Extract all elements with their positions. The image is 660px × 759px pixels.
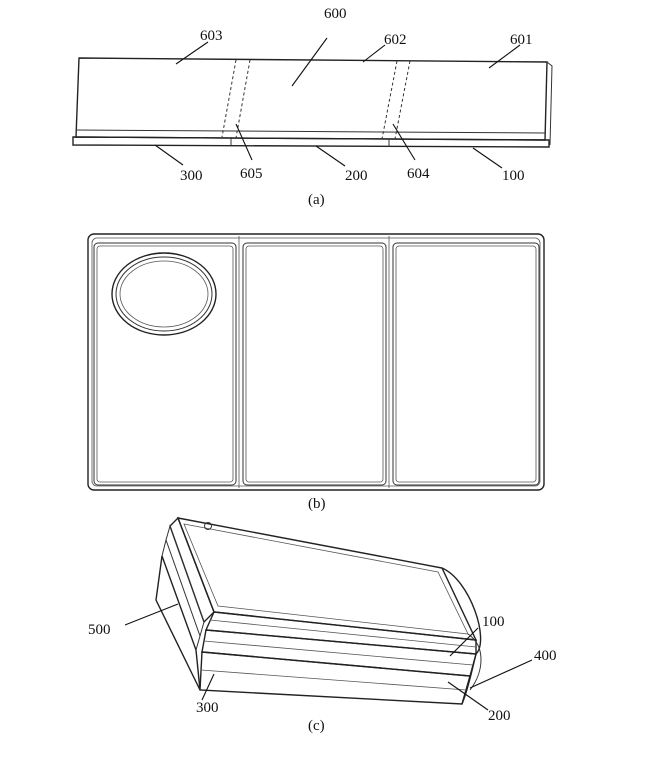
panel-a-fold-line-605-right <box>235 59 251 139</box>
caption-b: (b) <box>308 496 326 512</box>
panel-a-fold-line-604-right <box>394 60 411 140</box>
leader-c200 <box>447 681 489 711</box>
leader-602 <box>362 44 386 63</box>
panel-c-hinge-400-inner <box>467 633 482 691</box>
label-603: 603 <box>200 28 223 44</box>
panel-c-layer-100-line <box>209 619 477 648</box>
panel-c-layer-200-line <box>203 640 474 666</box>
label-600: 600 <box>324 6 347 22</box>
leader-604 <box>392 123 416 161</box>
leader-500 <box>124 603 179 626</box>
leader-605 <box>235 123 253 161</box>
panel-b-screen-middle-inner <box>245 245 384 483</box>
panel-a: 603 600 602 601 300 605 200 604 100 (a) <box>72 6 553 208</box>
leader-603 <box>175 41 209 65</box>
panel-c: 500 100 400 300 200 (c) <box>88 516 557 734</box>
panel-a-right-bevel <box>546 61 553 146</box>
panel-b: (b) <box>87 233 545 512</box>
label-604: 604 <box>407 166 430 182</box>
panel-c-layer-300-line <box>200 669 467 691</box>
leader-c100 <box>449 627 479 657</box>
label-100: 100 <box>502 168 525 184</box>
panel-a-device-outline <box>75 57 548 141</box>
panel-b-screen-right <box>392 242 540 486</box>
label-200: 200 <box>345 168 368 184</box>
caption-c: (c) <box>308 718 325 734</box>
label-605: 605 <box>240 166 263 182</box>
label-601: 601 <box>510 32 533 48</box>
panel-a-fold-line-604-left <box>381 60 398 140</box>
leader-200 <box>315 145 346 167</box>
label-500: 500 <box>88 622 111 638</box>
panel-c-left-side-bottom <box>161 538 201 651</box>
label-400: 400 <box>534 648 557 664</box>
leader-300 <box>154 144 184 166</box>
label-602: 602 <box>384 32 407 48</box>
panel-a-fold-line-605-left <box>221 59 237 138</box>
panel-b-inner-frame <box>91 237 541 487</box>
panel-b-screen-middle <box>242 242 387 486</box>
label-c200: 200 <box>488 708 511 724</box>
panel-b-screen-left <box>93 242 237 486</box>
leader-601 <box>488 44 521 69</box>
panel-b-camera-ring-middle <box>115 256 213 332</box>
panel-b-camera-ring-outer <box>111 252 217 336</box>
caption-a: (a) <box>308 192 325 208</box>
panel-b-screen-right-inner <box>395 245 537 483</box>
panel-b-camera-ring-inner <box>119 260 209 328</box>
label-c300: 300 <box>196 700 219 716</box>
leader-600 <box>291 37 328 87</box>
panel-c-top-face-inner <box>183 523 469 635</box>
panel-c-layer-300 <box>199 651 471 705</box>
label-c100: 100 <box>482 614 505 630</box>
leader-400 <box>469 659 533 689</box>
panel-c-left-side-lower <box>165 524 205 637</box>
panel-c-top-face <box>176 517 478 641</box>
label-300: 300 <box>180 168 203 184</box>
panel-a-base-rim <box>72 136 550 148</box>
leader-100 <box>472 147 503 169</box>
panel-c-left-edge-500 <box>155 555 201 691</box>
panel-b-outer-frame <box>87 233 545 491</box>
panel-b-screen-left-inner <box>96 245 234 483</box>
leader-c300 <box>201 673 215 701</box>
panel-a-inner-edge <box>75 129 546 134</box>
panel-c-notch <box>204 522 212 530</box>
panel-c-hinge-400 <box>441 567 482 705</box>
